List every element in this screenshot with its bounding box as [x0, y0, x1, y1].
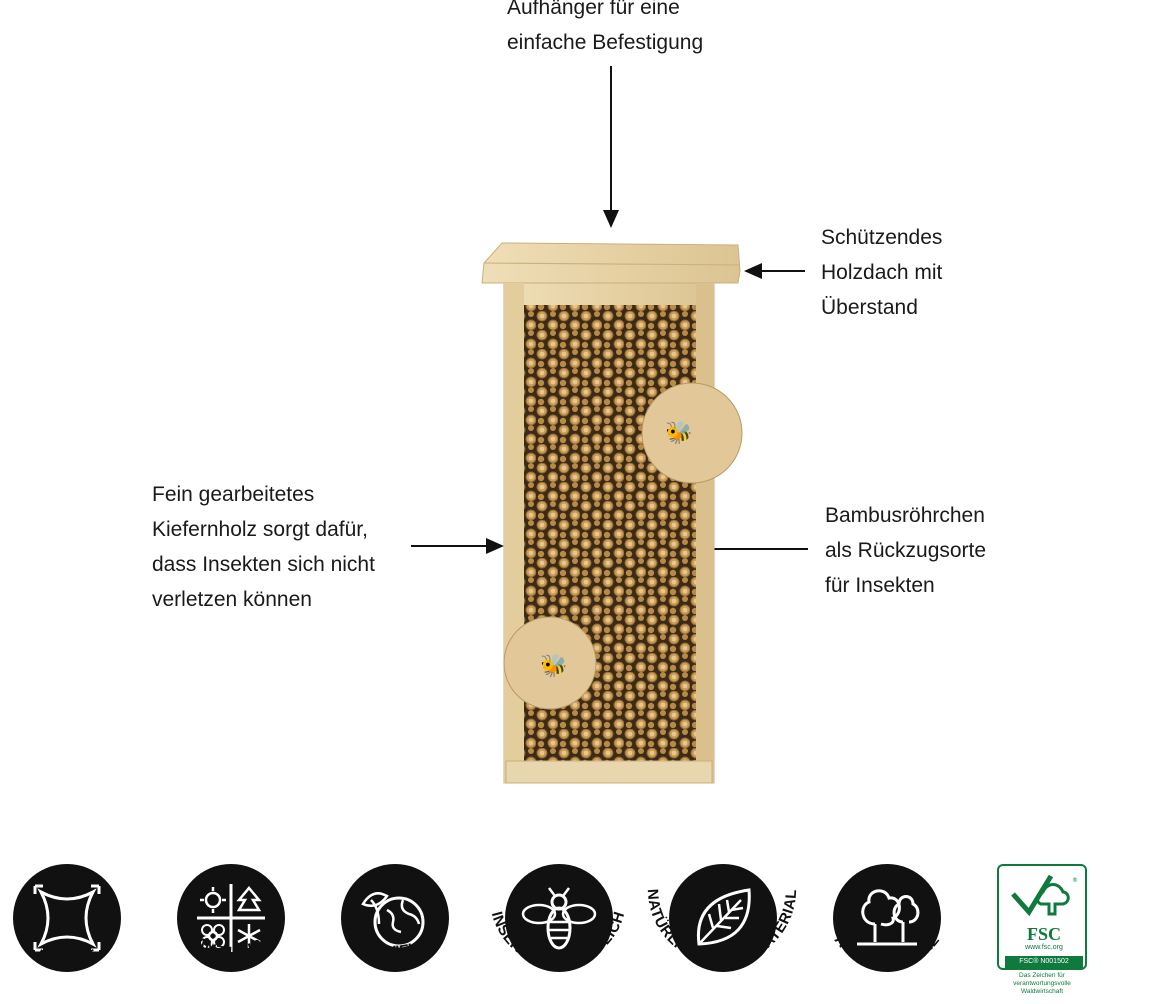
fsc-logo: ® FSC www.fsc.org FSC® N001502 Das Zeich… [997, 864, 1089, 1004]
square-expand-icon [13, 864, 121, 972]
callout-line: einfache Befestigung [507, 31, 704, 54]
feature-label: INSEKTENFREUNDLICH [488, 909, 628, 970]
callout-line: Kiefernholz sorgt dafür, [152, 518, 368, 541]
fsc-caption-line: Waldwirtschaft [1020, 988, 1064, 995]
leaf-icon [669, 864, 777, 972]
svg-text:ROBUST: ROBUST [34, 946, 101, 971]
fsc-url: www.fsc.org [1025, 944, 1063, 951]
svg-text:ARTENVIELFALT: ARTENVIELFALT [338, 918, 451, 960]
callout-line: Schützendes [821, 226, 943, 249]
callout-line: Holzdach mit [821, 261, 943, 284]
callout-bamboo: Bambusröhrchen als Rückzugsorte für Inse… [825, 498, 986, 603]
svg-text:AUS ECHTHOLZ: AUS ECHTHOLZ [831, 931, 943, 971]
feature-nistmaterial: NATÜRLICHES NISTMATERIAL [642, 850, 802, 1000]
bee-icon [505, 864, 613, 972]
feature-insektenfreundlich: INSEKTENFREUNDLICH [478, 850, 638, 1000]
callout-line: Fein gearbeitetes [152, 483, 315, 506]
base [505, 760, 713, 784]
svg-text:INSEKTENFREUNDLICH: INSEKTENFREUNDLICH [488, 909, 628, 970]
callout-line: Überstand [821, 296, 918, 319]
svg-text:🐝: 🐝 [665, 420, 692, 446]
feature-label: ROBUST [34, 946, 100, 971]
callout-line: dass Insekten sich nicht [152, 553, 375, 576]
callout-line: Aufhänger für eine [507, 0, 680, 19]
feature-robust: ROBUST [0, 850, 146, 1000]
callout-line: als Rückzugsorte [825, 539, 987, 562]
feature-icons: ROBUST GANZJÄHRIG [0, 850, 1170, 1004]
feature-label: GANZJÄHRIG [182, 927, 279, 962]
insect-hotel-image: 🐝 🐝 [481, 242, 743, 784]
svg-text:🐝: 🐝 [540, 653, 567, 679]
feature-label: AUS ECHTHOLZ [831, 931, 943, 971]
callout-hanger: Aufhänger für eine einfache Befestigung [507, 0, 703, 60]
feature-echtholz: AUS ECHTHOLZ [806, 850, 966, 1000]
callout-line: Bambusröhrchen [825, 504, 985, 527]
fsc-caption-line: Das Zeichen für [1019, 972, 1065, 979]
svg-text:NATÜRLICHES NISTMATERIAL: NATÜRLICHES NISTMATERIAL [644, 888, 800, 968]
callout-roof: Schützendes Holzdach mit Überstand [821, 220, 942, 325]
globe-leaf-icon [341, 864, 449, 972]
fsc-tree-check-icon: ® [1011, 874, 1078, 917]
feature-ganzjaehrig: GANZJÄHRIG [150, 850, 310, 1000]
fsc-wordmark: FSC [1026, 924, 1061, 944]
bee-disc [641, 382, 743, 484]
callout-line: verletzen können [152, 588, 312, 611]
callout-pine-wood: Fein gearbeitetes Kiefernholz sorgt dafü… [152, 477, 375, 617]
fsc-caption-line: verantwortungsvolle [1013, 980, 1071, 987]
svg-text:GANZJÄHRIG: GANZJÄHRIG [182, 927, 280, 962]
feature-label: ARTENVIELFALT [338, 918, 451, 960]
bee-disc [503, 616, 597, 710]
svg-text:®: ® [1072, 877, 1078, 884]
feature-label: NATÜRLICHES NISTMATERIAL [644, 888, 800, 968]
fsc-license-code: FSC® N001502 [1005, 956, 1083, 968]
feature-artenvielfalt: ARTENVIELFALT [314, 850, 474, 1000]
fsc-caption: Das Zeichen für verantwortungsvolle Wald… [991, 972, 1093, 996]
tree-icon [833, 864, 941, 972]
fsc-badge: ® FSC www.fsc.org FSC® N001502 [997, 864, 1087, 970]
roof [481, 242, 741, 284]
four-seasons-icon [177, 864, 285, 972]
callout-line: für Insekten [825, 574, 935, 597]
